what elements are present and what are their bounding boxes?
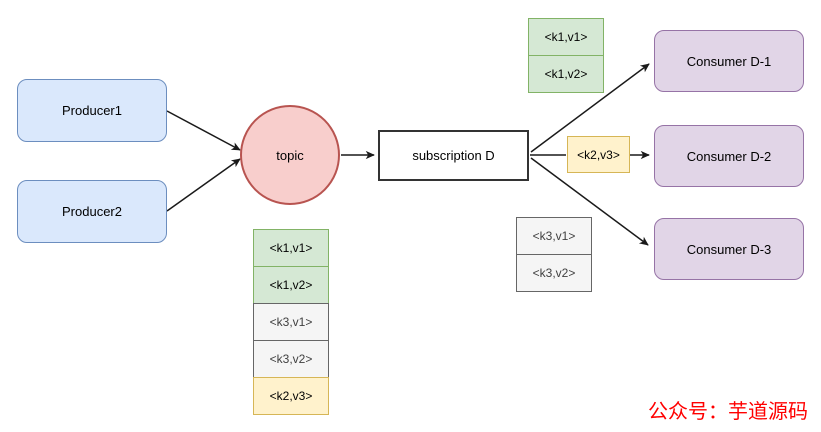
watermark-text: 公众号：芋道源码 (648, 399, 808, 423)
arrow-producer2-to-topic (166, 158, 241, 212)
consumer-d2-label: Consumer D-2 (686, 148, 772, 164)
producer2-node: Producer2 (17, 180, 167, 243)
consumer-d2-queue: <k2,v3> (567, 136, 630, 173)
consumer-d1-node: Consumer D-1 (654, 30, 804, 92)
consumer-d3-queue: <k3,v1> <k3,v2> (516, 217, 592, 292)
kv-cell: <k1,v1> (253, 229, 329, 267)
topic-node: topic (240, 105, 340, 205)
kv-cell: <k3,v1> (516, 217, 592, 255)
kv-cell: <k3,v2> (253, 340, 329, 378)
arrow-producer1-to-topic (166, 110, 241, 151)
kv-cell: <k3,v2> (516, 254, 592, 292)
consumer-d2-node: Consumer D-2 (654, 125, 804, 187)
consumer-d1-label: Consumer D-1 (686, 53, 772, 69)
kv-cell: <k2,v3> (567, 136, 630, 173)
consumer-d3-node: Consumer D-3 (654, 218, 804, 280)
kv-cell: <k1,v1> (528, 18, 604, 56)
subscription-node: subscription D (378, 130, 529, 181)
kv-cell: <k2,v3> (253, 377, 329, 415)
producer2-label: Producer2 (62, 204, 122, 219)
consumer-d1-queue: <k1,v1> <k1,v2> (528, 18, 604, 93)
kv-cell: <k1,v2> (253, 266, 329, 304)
topic-backlog-queue: <k1,v1> <k1,v2> <k3,v1> <k3,v2> <k2,v3> (253, 229, 329, 415)
topic-label: topic (276, 147, 304, 163)
consumer-d3-label: Consumer D-3 (686, 241, 772, 257)
producer1-node: Producer1 (17, 79, 167, 142)
subscription-label: subscription D (412, 148, 495, 163)
kv-cell: <k1,v2> (528, 55, 604, 93)
kv-cell: <k3,v1> (253, 303, 329, 341)
producer1-label: Producer1 (62, 103, 122, 118)
